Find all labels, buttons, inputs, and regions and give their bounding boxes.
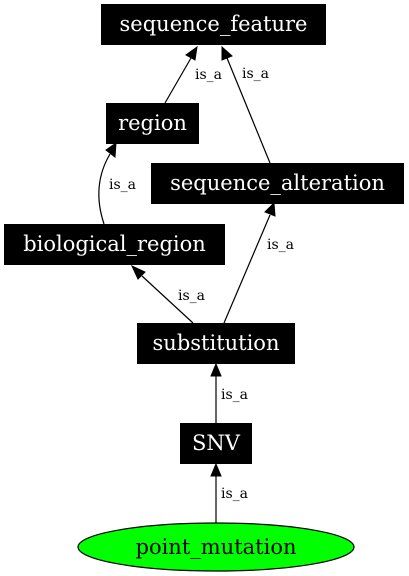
edge-label: is_a: [242, 66, 269, 82]
node-ellipse: [77, 522, 355, 572]
node-label: SNV: [192, 431, 241, 455]
edge-label: is_a: [109, 177, 136, 193]
node-label: sequence_alteration: [170, 171, 385, 195]
edge-substitution-to-sequence-alteration: is_a: [223, 201, 294, 324]
node-label: region: [118, 111, 187, 135]
node-box: [4, 224, 225, 265]
node-label: biological_region: [23, 232, 206, 256]
edges: is_a is_a is_a is_a is_a: [98, 45, 294, 523]
edge-biological-region-to-region: is_a: [98, 141, 136, 225]
node-box: [137, 323, 295, 364]
edge-sequence-alteration-to-sequence-feature: is_a: [221, 45, 271, 164]
edge-snv-to-substitution: is_a: [210, 362, 248, 423]
node-box: [180, 423, 252, 464]
node-sequence-feature[interactable]: sequence_feature: [101, 4, 326, 45]
edge-label: is_a: [221, 486, 248, 502]
node-label: point_mutation: [136, 535, 297, 559]
node-label: sequence_feature: [120, 12, 308, 36]
edge-label: is_a: [195, 67, 222, 83]
edge-label: is_a: [267, 237, 294, 253]
edge-label: is_a: [221, 387, 248, 403]
nodes: sequence_feature region sequence_alterat…: [4, 4, 404, 572]
node-box: [101, 4, 326, 45]
node-substitution[interactable]: substitution: [137, 323, 295, 364]
node-sequence-alteration[interactable]: sequence_alteration: [151, 163, 404, 204]
node-box: [151, 163, 404, 204]
node-biological-region[interactable]: biological_region: [4, 224, 225, 265]
edge-point-mutation-to-snv: is_a: [210, 462, 248, 523]
edge-label: is_a: [178, 288, 205, 304]
node-region[interactable]: region: [106, 103, 199, 144]
edge-substitution-to-biological-region: is_a: [130, 264, 205, 324]
node-box: [106, 103, 199, 144]
node-snv[interactable]: SNV: [180, 423, 252, 464]
node-point-mutation[interactable]: point_mutation: [77, 522, 355, 572]
node-label: substitution: [153, 331, 280, 355]
edge-region-to-sequence-feature: is_a: [164, 45, 222, 104]
